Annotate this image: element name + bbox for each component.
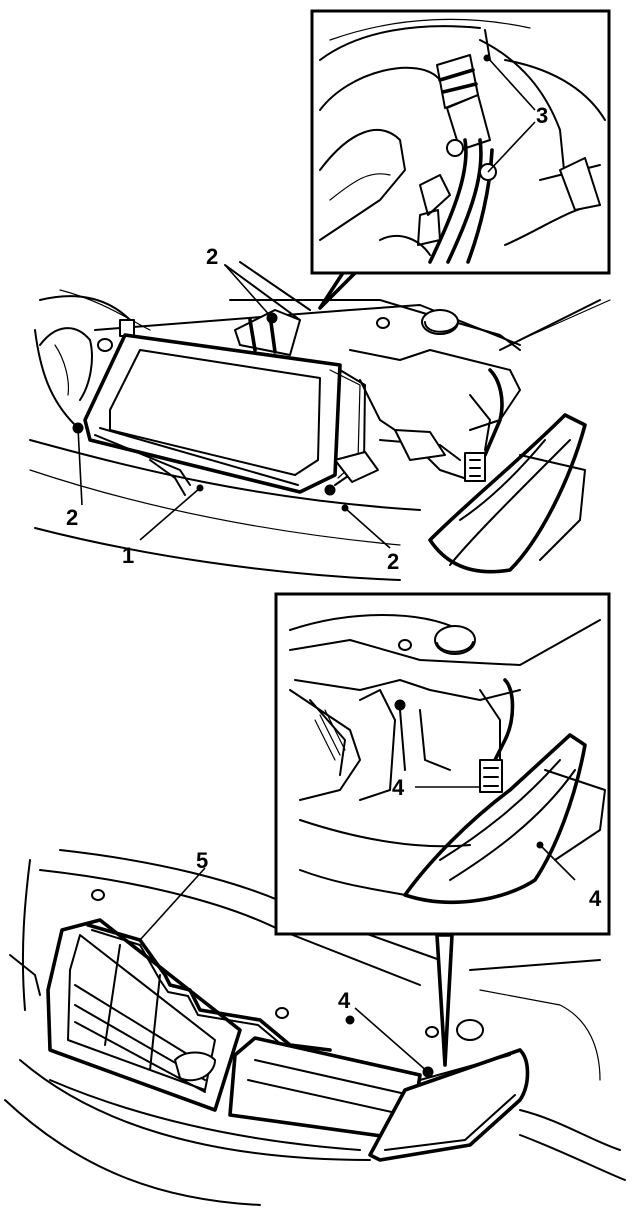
callout-2-top: 2	[206, 244, 218, 269]
inset-indicator-detail	[274, 592, 611, 936]
callout-4-indicator: 4	[589, 886, 602, 911]
callout-2-right: 2	[387, 549, 399, 574]
top-scene-headlamp-installed	[29, 260, 611, 581]
callout-2-left: 2	[66, 505, 78, 530]
callout-4-connector: 4	[392, 775, 405, 800]
callout-5-grille: 5	[196, 848, 208, 873]
callout-3-wiring: 3	[536, 103, 548, 128]
callout-4-bumper: 4	[338, 988, 351, 1013]
leader-lines	[77, 264, 429, 1073]
bottom-scene-front-grille	[4, 849, 626, 1206]
callout-1-headlamp: 1	[122, 543, 134, 568]
callout-labels: 2 2 1 2 3 4 4 5 4	[66, 103, 602, 1013]
inset-wiring-detail	[310, 9, 611, 275]
